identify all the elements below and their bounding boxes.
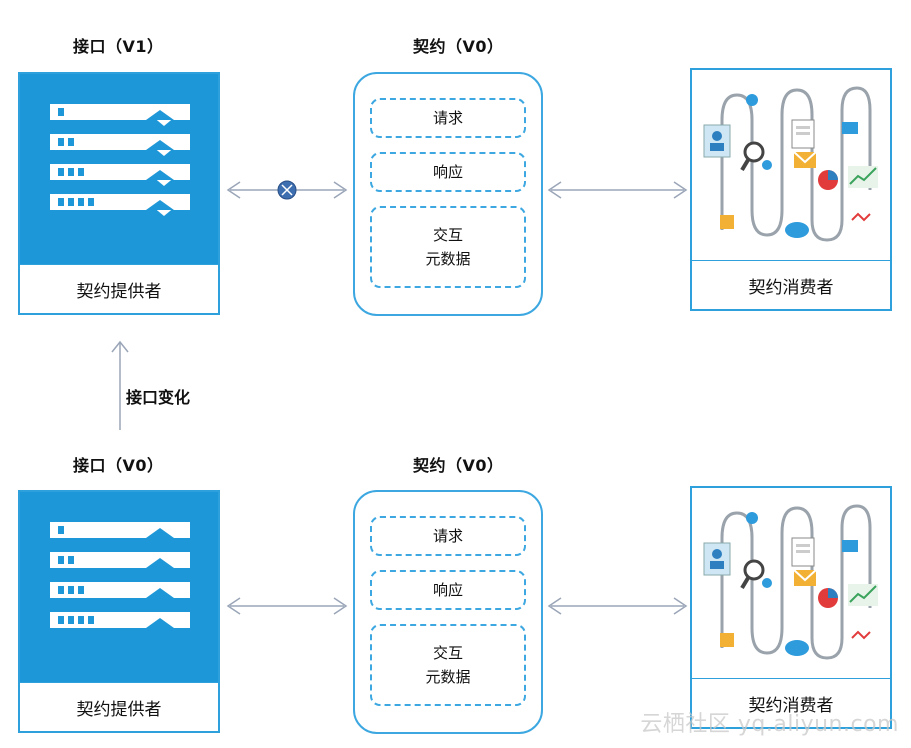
request-label: 请求 <box>432 109 463 127</box>
consumer-illustration-top <box>692 70 890 260</box>
interface-change-arrow <box>111 340 129 430</box>
interface-change-label: 接口变化 <box>126 388 191 407</box>
server-stack-icon <box>50 104 190 216</box>
consumer-collage-icon <box>703 86 878 242</box>
contract-response-bottom: 响应 <box>370 570 526 610</box>
interaction-label-line2: 元数据 <box>425 668 471 686</box>
contract-title-top: 契约（V0） <box>413 37 504 56</box>
server-illustration-top <box>20 74 218 264</box>
interaction-label-line1: 交互 <box>432 226 463 244</box>
broken-link-icon <box>277 180 297 200</box>
contract-title-bottom: 契约（V0） <box>413 456 504 475</box>
provider-title-v0: 接口（V0） <box>73 456 164 475</box>
interaction-label-line1: 交互 <box>432 644 463 662</box>
request-label: 请求 <box>432 527 463 545</box>
provider-label-bottom: 契约提供者 <box>20 682 218 731</box>
response-label: 响应 <box>432 163 463 181</box>
consumer-box-bottom: 契约消费者 <box>690 486 892 729</box>
provider-label-top: 契约提供者 <box>20 264 218 313</box>
consumer-label-top: 契约消费者 <box>692 260 890 309</box>
contract-interaction-top: 交互 元数据 <box>370 206 526 288</box>
consumer-label-bottom: 契约消费者 <box>692 678 890 727</box>
server-stack-icon <box>50 522 190 628</box>
contract-interaction-bottom: 交互 元数据 <box>370 624 526 706</box>
contract-consumer-link-bottom <box>547 597 688 615</box>
provider-box-bottom: 契约提供者 <box>18 490 220 733</box>
server-illustration-bottom <box>20 492 218 682</box>
provider-contract-link-bottom <box>226 597 348 615</box>
provider-contract-link-top <box>226 180 348 200</box>
contract-consumer-link-top <box>547 181 688 199</box>
interaction-label-line2: 元数据 <box>425 250 471 268</box>
consumer-box-top: 契约消费者 <box>690 68 892 311</box>
consumer-collage-icon <box>703 504 878 660</box>
provider-box-top: 契约提供者 <box>18 72 220 315</box>
contract-response-top: 响应 <box>370 152 526 192</box>
contract-request-top: 请求 <box>370 98 526 138</box>
contract-box-top: 请求 响应 交互 元数据 <box>353 72 543 316</box>
watermark: 云栖社区 yq.aliyun.com <box>640 712 899 737</box>
response-label: 响应 <box>432 581 463 599</box>
provider-title-v1: 接口（V1） <box>73 37 164 56</box>
contract-box-bottom: 请求 响应 交互 元数据 <box>353 490 543 734</box>
contract-request-bottom: 请求 <box>370 516 526 556</box>
consumer-illustration-bottom <box>692 488 890 678</box>
